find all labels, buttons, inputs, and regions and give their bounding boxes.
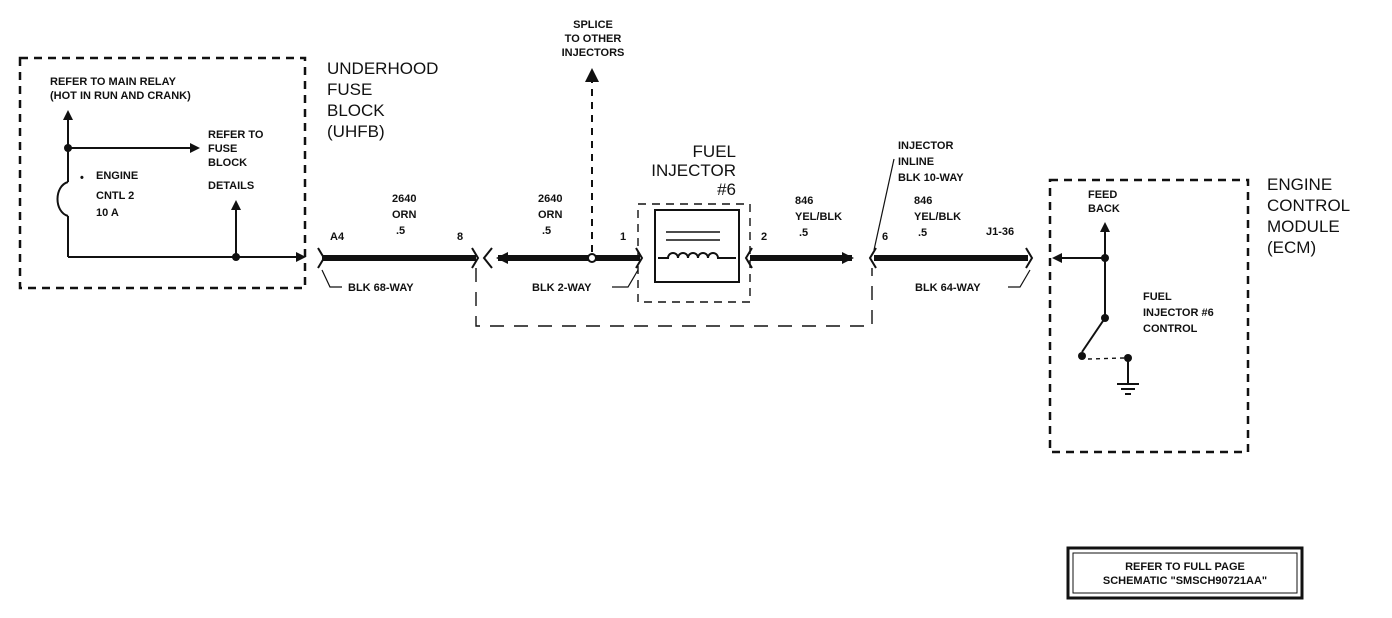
splice-arrow <box>585 68 599 82</box>
switch-actuator <box>1087 357 1125 360</box>
connector-terminal <box>471 247 480 269</box>
splice-label: TO OTHER <box>565 33 622 45</box>
fuse-label: ENGINE <box>96 170 138 182</box>
circuit-number: 846 <box>795 195 813 207</box>
connector-terminal <box>744 247 753 269</box>
refer-box-inner <box>1072 552 1298 594</box>
uhfb-title-line: UNDERHOOD <box>327 59 438 78</box>
fuse-symbol <box>56 181 69 217</box>
fuse-details-label: REFER TO <box>208 129 264 141</box>
connector-leader <box>1008 269 1031 288</box>
connector-68way-label: BLK 68-WAY <box>348 282 414 294</box>
connector-terminal <box>482 247 493 269</box>
connector-terminal <box>868 247 877 269</box>
splice-label: INJECTORS <box>562 47 625 59</box>
fuse-details-label: FUSE <box>208 143 237 155</box>
switch-arm <box>1081 317 1106 353</box>
splice-point <box>587 253 597 263</box>
circuit-size: .5 <box>396 225 405 237</box>
feedback-label: BACK <box>1088 203 1120 215</box>
inline-label: INJECTOR <box>898 140 953 152</box>
circuit-size: .5 <box>799 227 808 239</box>
connector-leader <box>321 269 342 288</box>
ecm-boundary <box>1048 178 1250 454</box>
inline-label: INLINE <box>898 156 934 168</box>
circuit-color: ORN <box>538 209 563 221</box>
fuse-dot: • <box>80 172 84 184</box>
pin-j1-36: J1-36 <box>986 226 1014 238</box>
control-label: CONTROL <box>1143 323 1198 335</box>
injector-label: INJECTOR <box>651 161 736 180</box>
circuit-number: 2640 <box>538 193 562 205</box>
control-label: FUEL <box>1143 291 1172 303</box>
feedback-label: FEED <box>1088 189 1117 201</box>
switch-contact <box>1078 352 1086 360</box>
pin-1: 1 <box>620 231 626 243</box>
main-relay-label: REFER TO MAIN RELAY <box>50 76 177 88</box>
refer-box-text: REFER TO FULL PAGE <box>1125 561 1245 573</box>
injector-label: FUEL <box>693 142 736 161</box>
inline-label: BLK 10-WAY <box>898 172 964 184</box>
connector-terminal <box>1025 247 1034 269</box>
splice-label: SPLICE <box>573 19 613 31</box>
pin-a4: A4 <box>330 231 345 243</box>
pin-6: 6 <box>882 231 888 243</box>
main-relay-label: (HOT IN RUN AND CRANK) <box>50 90 191 102</box>
uhfb-title-line: FUSE <box>327 80 372 99</box>
circuit-number: 846 <box>914 195 932 207</box>
ecm-title-line: MODULE <box>1267 217 1340 236</box>
pin-8: 8 <box>457 231 463 243</box>
uhfb-title-line: (UHFB) <box>327 122 385 141</box>
ecm-title-line: CONTROL <box>1267 196 1350 215</box>
fuse-details-label: BLOCK <box>208 157 247 169</box>
ecm-title-line: ENGINE <box>1267 175 1332 194</box>
inline-leader <box>873 158 895 251</box>
injector-label: #6 <box>717 180 736 199</box>
connector-2way-label: BLK 2-WAY <box>532 282 592 294</box>
injector-coil <box>658 252 736 259</box>
uhfb-boundary <box>18 56 307 290</box>
fuse-label: CNTL 2 <box>96 190 134 202</box>
uhfb-title-line: BLOCK <box>327 101 385 120</box>
circuit-color: YEL/BLK <box>795 211 842 223</box>
fuse-label: 10 A <box>96 207 119 219</box>
uhfb-title: UNDERHOOD FUSE BLOCK (UHFB) <box>327 59 438 141</box>
connector-terminal <box>635 247 644 269</box>
ecm-title-line: (ECM) <box>1267 238 1316 257</box>
pin-2: 2 <box>761 231 767 243</box>
fuse-details-label: DETAILS <box>208 180 254 192</box>
injector-body <box>654 209 740 283</box>
circuit-size: .5 <box>542 225 551 237</box>
control-label: INJECTOR #6 <box>1143 307 1214 319</box>
circuit-color: ORN <box>392 209 417 221</box>
connector-leader <box>612 269 639 288</box>
harness-bracket <box>475 268 873 327</box>
connector-64way-label: BLK 64-WAY <box>915 282 981 294</box>
circuit-size: .5 <box>918 227 927 239</box>
refer-box <box>1066 546 1304 600</box>
circuit-color: YEL/BLK <box>914 211 961 223</box>
circuit-number: 2640 <box>392 193 416 205</box>
refer-box-text: SCHEMATIC "SMSCH90721AA" <box>1103 575 1267 587</box>
